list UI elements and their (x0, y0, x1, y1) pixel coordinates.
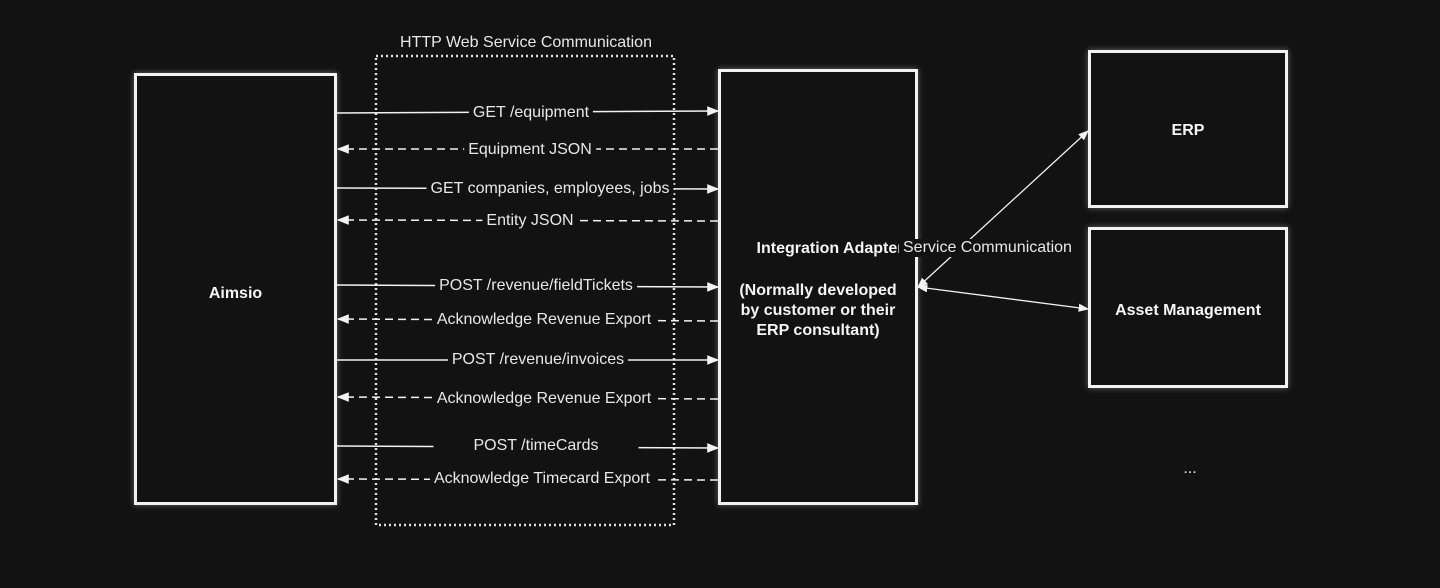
adapter-title: Integration Adapter (756, 240, 904, 257)
more-systems-ellipsis: ... (1183, 460, 1197, 477)
message-label: Entity JSON (482, 212, 578, 230)
asset-label: Asset Management (1115, 302, 1261, 319)
arrow-ack-timecard (336, 474, 719, 484)
asset-management-node: Asset Management (1088, 227, 1288, 388)
integration-adapter-node: Integration Adapter (Normally developed … (718, 69, 918, 505)
message-label: POST /timeCards (433, 437, 639, 455)
arrow-ack-revenue-1 (336, 314, 719, 324)
message-label: Acknowledge Revenue Export (432, 311, 656, 329)
arrow-adapter-erp (917, 130, 1089, 288)
arrow-ack-revenue-2 (336, 392, 719, 402)
message-label: POST /revenue/fieldTickets (435, 277, 637, 295)
message-label: Equipment JSON (464, 141, 596, 159)
message-label: GET companies, employees, jobs (426, 180, 674, 198)
message-label: GET /equipment (468, 104, 594, 122)
service-communication-label: Service Communication (899, 239, 1076, 257)
erp-node: ERP (1088, 50, 1288, 208)
aimsio-node: Aimsio (134, 73, 337, 505)
aimsio-label: Aimsio (208, 285, 263, 302)
message-label: Acknowledge Revenue Export (432, 390, 656, 408)
arrow-adapter-asset (916, 284, 1090, 312)
message-label: POST /revenue/invoices (447, 351, 629, 369)
message-label: Acknowledge Timecard Export (429, 470, 655, 488)
erp-label: ERP (1171, 122, 1205, 139)
arrow-entity-json (336, 215, 719, 225)
adapter-note: (Normally developed by customer or their… (739, 282, 897, 339)
group-title: HTTP Web Service Communication (400, 34, 652, 51)
http-group-frame (374, 54, 676, 527)
